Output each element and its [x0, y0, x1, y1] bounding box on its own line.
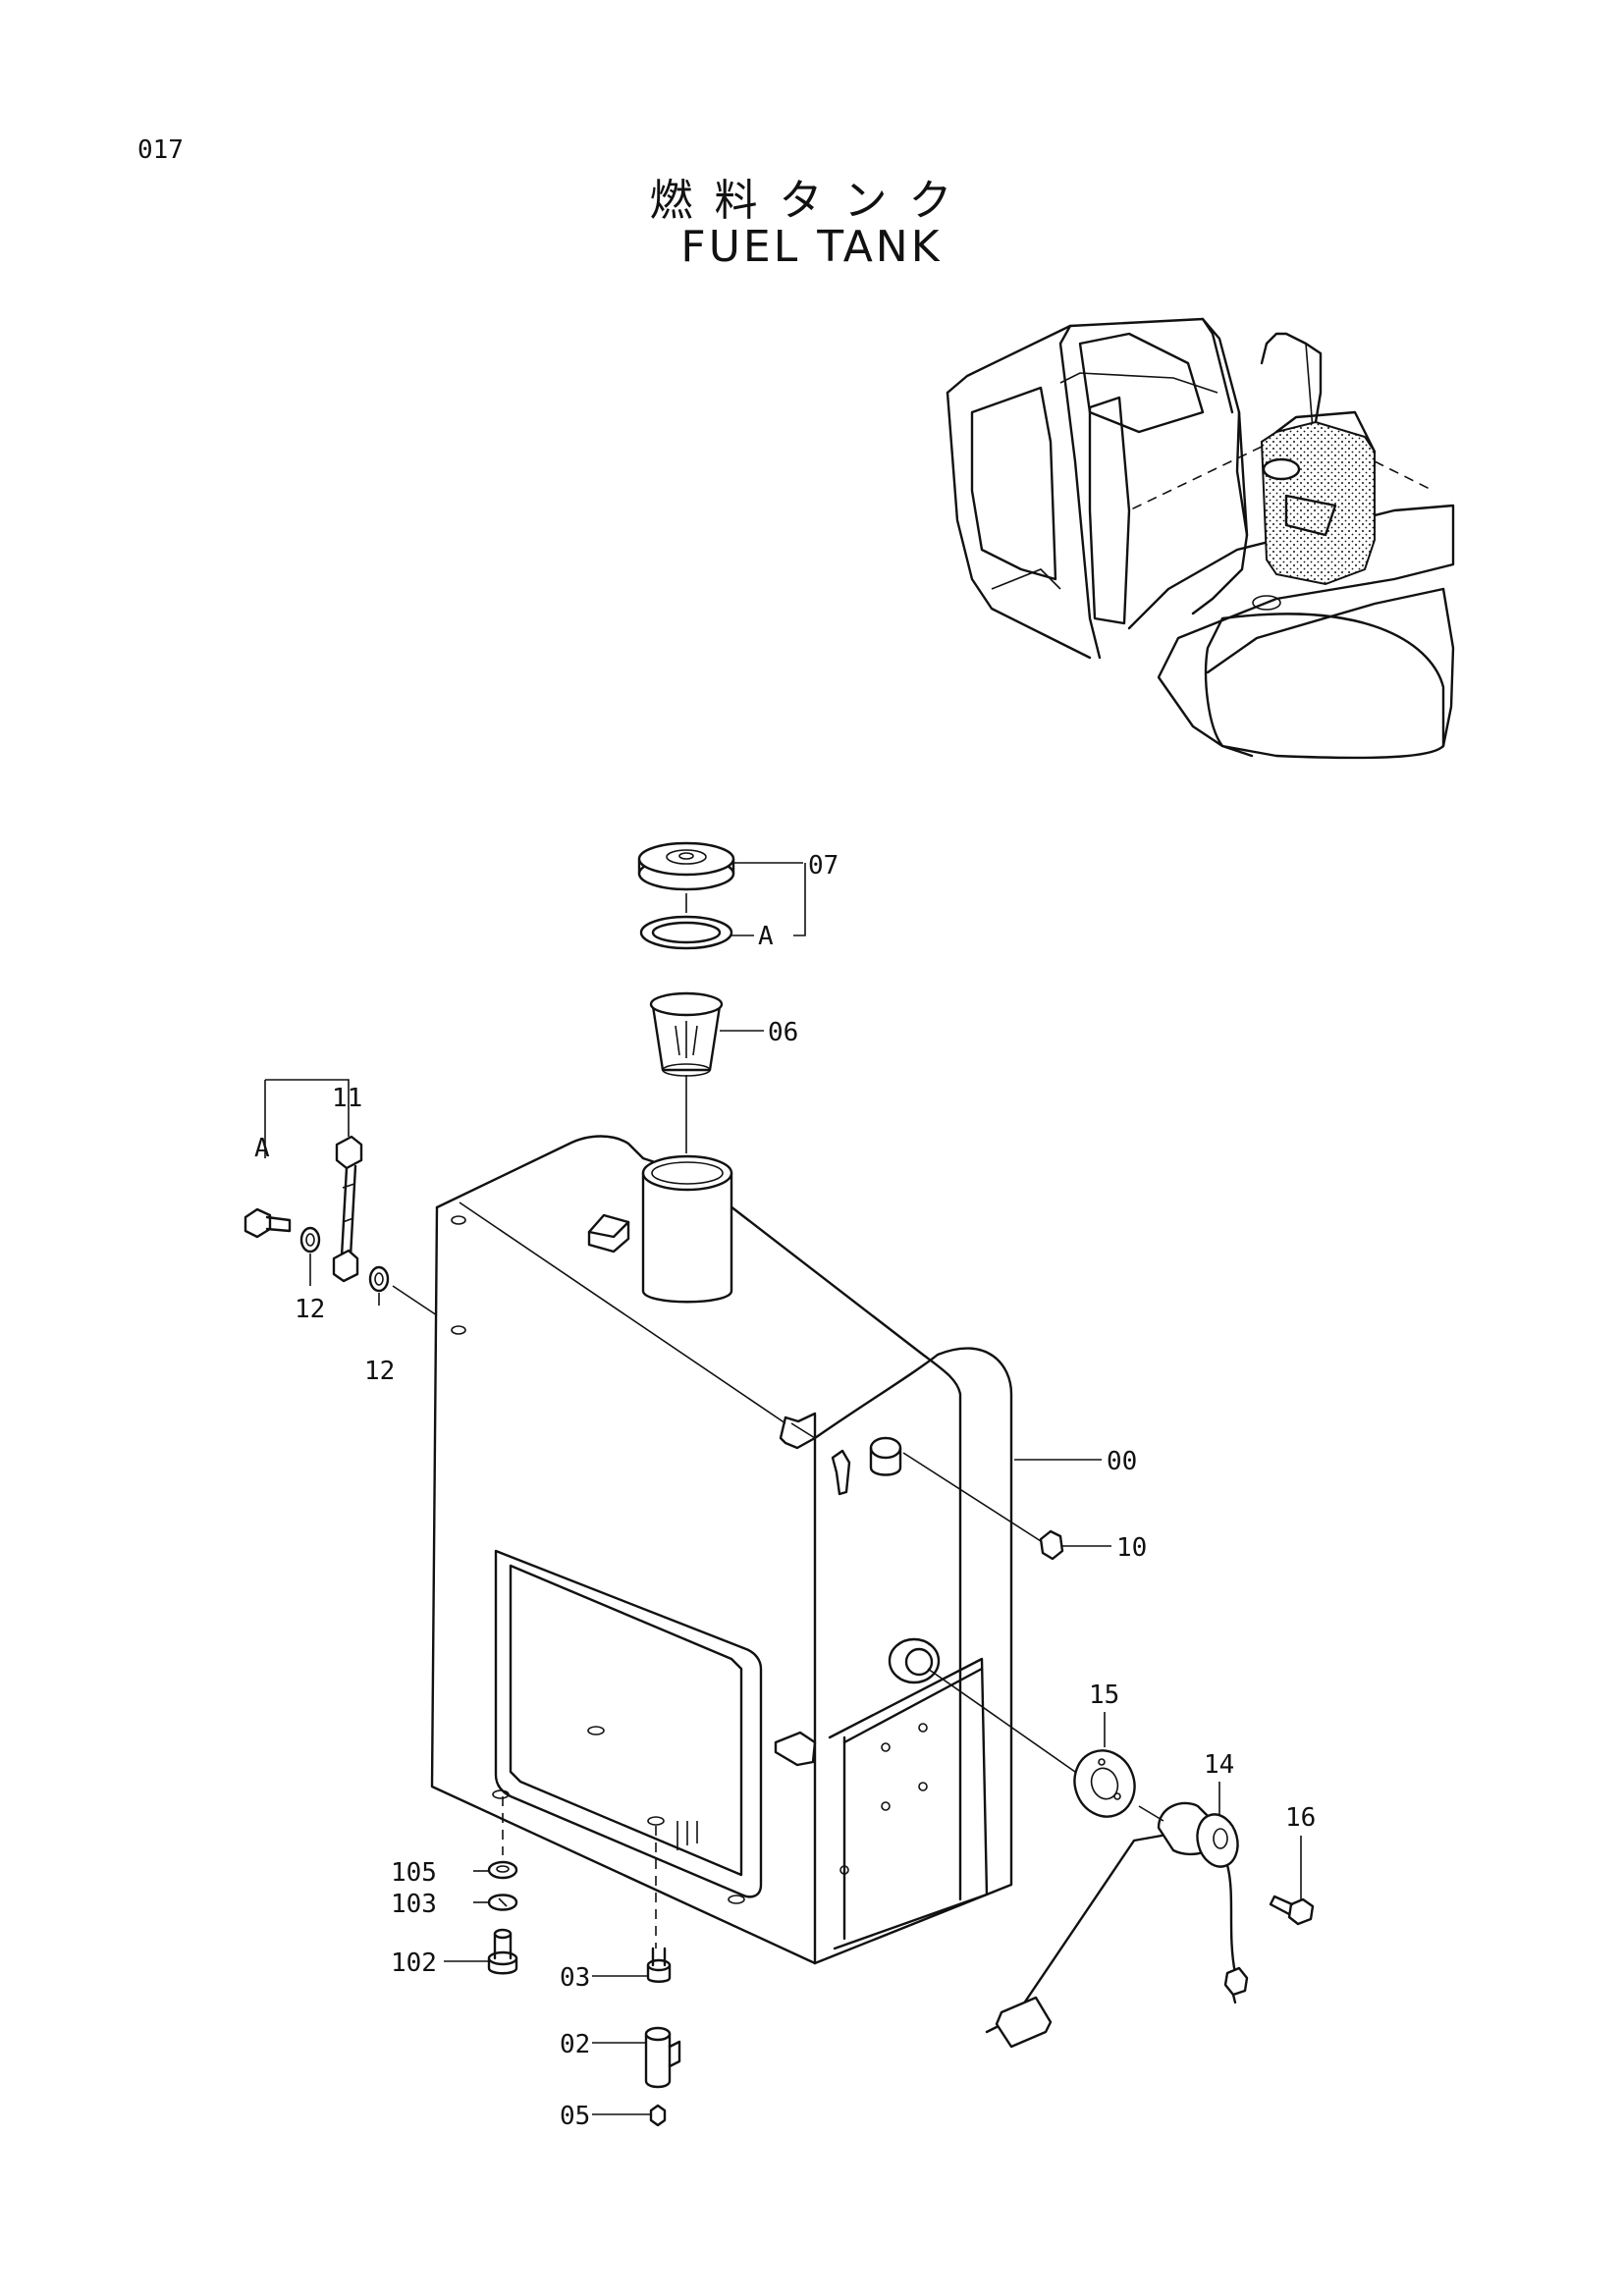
drain-bolt-102: [487, 1928, 518, 1975]
callout-labels: 07 A 06 11 A 12 12 00 10 15 14 16 105 10…: [254, 851, 1316, 2131]
callout-05: 05: [560, 2102, 590, 2131]
gauge-washer-part-b: [368, 1265, 390, 1293]
drain-washer-103: [487, 1894, 518, 1911]
excavator-location-view: [946, 317, 1455, 760]
callout-14: 14: [1204, 1750, 1234, 1780]
assembly-guide-lines: [264, 893, 1164, 1949]
gauge-bolt-part: [243, 1207, 292, 1239]
callout-06: 06: [768, 1018, 798, 1047]
level-gauge-part: [332, 1135, 363, 1283]
sender-gasket-part: [1073, 1749, 1136, 1818]
callout-11: 11: [332, 1084, 362, 1113]
leader-lines: [444, 862, 1302, 2115]
fuel-sender-part: [985, 1801, 1249, 2049]
callout-102: 102: [391, 1949, 437, 1978]
callout-00: 00: [1107, 1447, 1137, 1476]
callout-07: 07: [808, 851, 839, 881]
callout-12-left: 12: [295, 1295, 325, 1324]
drain-cock-03: [646, 1947, 672, 1983]
page-number: 017: [137, 135, 184, 165]
callout-103: 103: [391, 1890, 437, 1919]
callout-12-right: 12: [364, 1357, 395, 1386]
filler-cap-part: [637, 841, 735, 891]
plug-part: [1039, 1529, 1064, 1561]
title-english: FUEL TANK: [680, 222, 943, 272]
filler-neck: [641, 1154, 733, 1304]
callout-16: 16: [1285, 1803, 1316, 1833]
sender-screw-part: [1269, 1895, 1315, 1926]
strainer-part: [649, 991, 724, 1077]
drain-hose-02: [644, 2026, 681, 2089]
fuel-tank-body: [430, 1135, 1013, 1965]
drain-clip-05: [649, 2104, 667, 2127]
callout-03: 03: [560, 1963, 590, 1993]
callout-105: 105: [391, 1858, 437, 1888]
callout-a-left: A: [254, 1134, 270, 1163]
cap-gasket-part: [639, 915, 733, 950]
drain-washer-105: [487, 1860, 518, 1880]
gauge-washer-part-a: [299, 1226, 321, 1254]
callout-10: 10: [1116, 1533, 1147, 1563]
callout-02: 02: [560, 2030, 590, 2059]
title-japanese: 燃料タンク: [649, 176, 974, 226]
callout-15: 15: [1089, 1681, 1119, 1710]
callout-a-top: A: [758, 922, 774, 951]
